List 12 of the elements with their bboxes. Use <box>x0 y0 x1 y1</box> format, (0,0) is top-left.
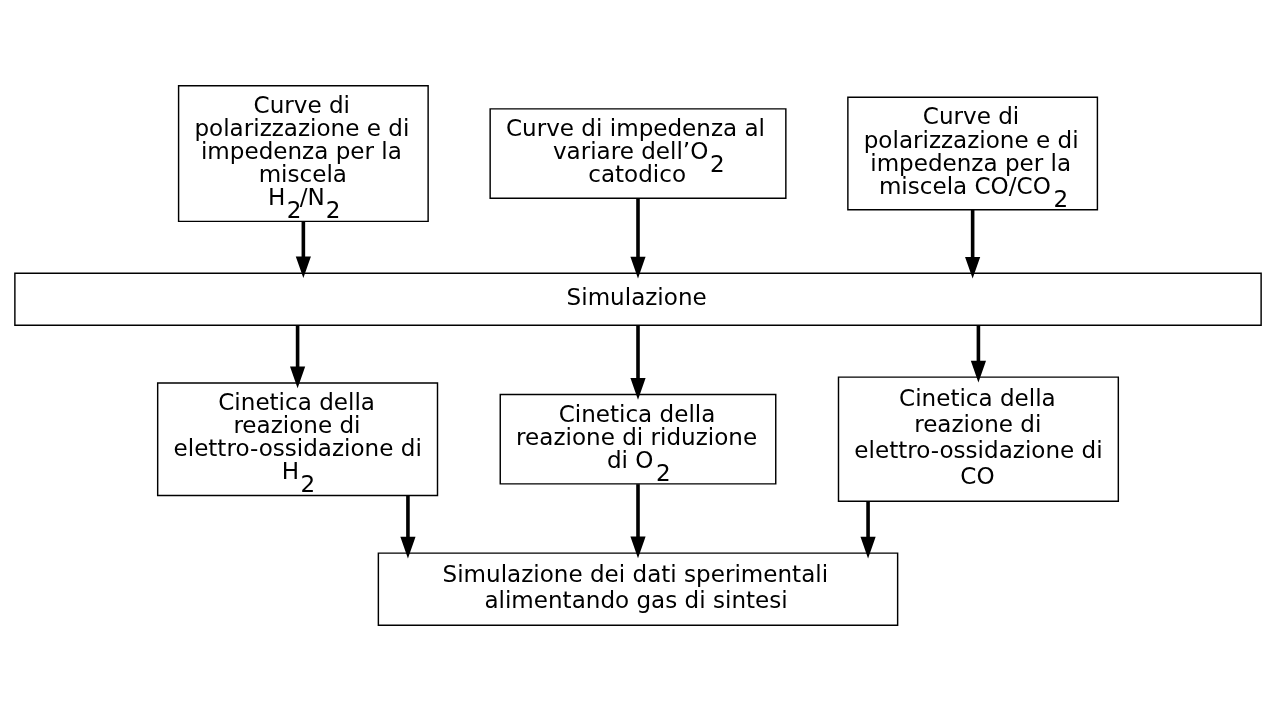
arrow <box>295 221 311 279</box>
arrow <box>630 484 646 559</box>
arrow <box>630 198 646 279</box>
node-box: Cinetica della reazione di elettro-ossidazione di CO <box>837 376 1120 502</box>
arrow <box>965 209 981 279</box>
arrow <box>400 495 416 559</box>
arrow <box>290 325 306 389</box>
arrow <box>860 501 876 559</box>
node-box: Simulazione dei dati sperimentali alimentando gas di sintesi <box>377 552 899 626</box>
arrow <box>970 325 986 383</box>
arrow <box>630 325 646 400</box>
node-box: Simulazione <box>14 272 1262 326</box>
